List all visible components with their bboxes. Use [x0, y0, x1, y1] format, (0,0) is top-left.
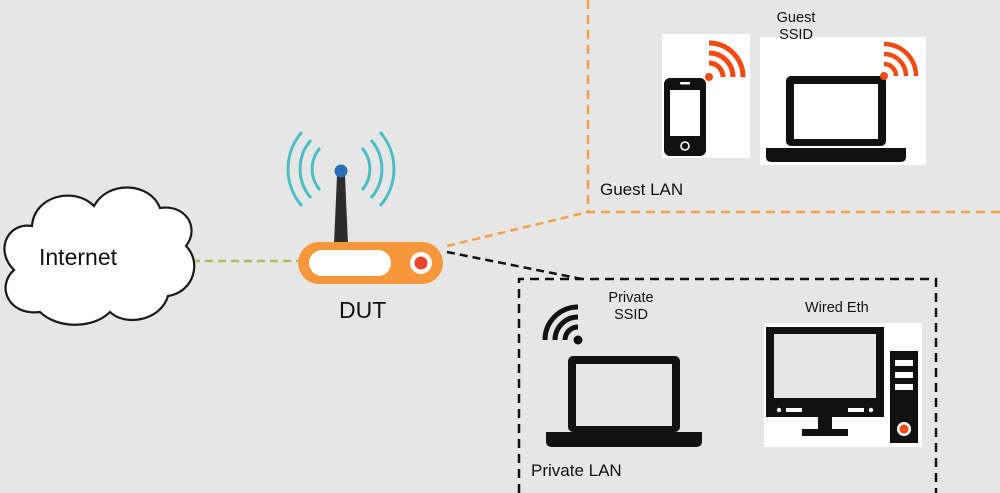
laptop-icon	[766, 76, 906, 162]
private-ssid-line2: SSID	[614, 306, 648, 323]
guest-lan-label: Guest LAN	[600, 180, 684, 199]
private-lan-boundary	[517, 277, 938, 493]
wifi-signal-icon	[705, 40, 746, 81]
router-icon	[286, 131, 443, 284]
wired-desktop-device	[764, 323, 922, 447]
wifi-signal-icon	[542, 304, 583, 345]
guest-ssid-label: Guest SSID	[774, 10, 818, 43]
private-ssid-line1: Private	[608, 290, 654, 306]
internet-label: Internet	[39, 244, 117, 270]
wifi-signal-icon	[880, 41, 919, 80]
dut-label: DUT	[339, 297, 387, 323]
smartphone-icon	[664, 78, 706, 156]
desktop-computer-icon	[766, 327, 918, 443]
private-ssid-label: Private SSID	[598, 290, 664, 323]
guest-ssid-line2: SSID	[779, 26, 813, 43]
dut-to-private-link	[446, 250, 583, 281]
cloud-icon	[3, 186, 196, 326]
guest-laptop-device	[760, 37, 926, 165]
dut-to-guest-link	[446, 210, 589, 248]
wired-eth-label: Wired Eth	[805, 300, 869, 316]
private-laptop-device	[542, 304, 702, 447]
guest-phone-device	[662, 34, 750, 158]
guest-ssid-line1: Guest	[776, 10, 816, 26]
private-lan-label: Private LAN	[531, 461, 622, 480]
laptop-icon	[546, 356, 702, 447]
